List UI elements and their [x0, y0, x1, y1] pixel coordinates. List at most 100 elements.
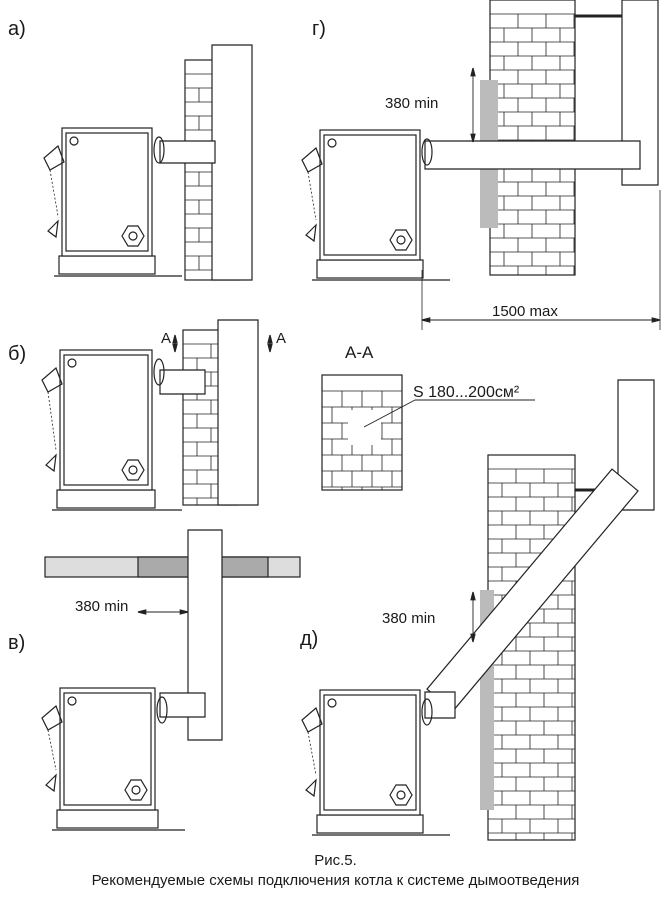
chimney-g [621, 0, 659, 186]
panel-label-b: б) [8, 343, 27, 365]
pipe-body [159, 692, 206, 718]
drain-hole [396, 235, 406, 245]
drain-nut-icon [121, 225, 145, 247]
pipe-body [159, 140, 216, 164]
section-mark-right: А [276, 330, 287, 347]
chain [47, 391, 57, 451]
flue-cross-section [348, 410, 381, 445]
flue-collar [153, 136, 165, 164]
dimension-g-height: 380 min [385, 95, 439, 112]
ash-handle-icon [47, 219, 59, 239]
door-handle-icon [301, 146, 323, 173]
caption-text: Рекомендуемые схемы подключения котла к … [91, 872, 580, 889]
ash-handle-icon [45, 773, 57, 793]
dimension-g-length: 1500 max [492, 303, 558, 320]
arrowhead [470, 633, 476, 643]
boiler-v [41, 687, 185, 831]
boiler-a [43, 127, 182, 277]
dimension-g-height-line [470, 67, 476, 143]
panel-label-a: а) [8, 18, 26, 40]
dimension-d-height-line [470, 591, 476, 643]
door-handle-icon [41, 366, 63, 393]
arrowhead [267, 334, 273, 344]
arrowhead [470, 591, 476, 601]
arrowhead [137, 609, 147, 615]
dimension-d-height: 380 min [382, 610, 436, 627]
arrowhead [179, 609, 189, 615]
panel-label-d: д) [300, 628, 319, 650]
dimension-g-length-line [421, 317, 661, 323]
panel-label-v: в) [8, 632, 26, 654]
boiler-d [301, 689, 450, 836]
flue-collar [421, 138, 433, 166]
section-mark-left: А [161, 330, 172, 347]
boiler-indicator [327, 698, 337, 708]
pipe-body [424, 691, 456, 719]
door-handle-icon [43, 144, 65, 171]
flue-collar [153, 358, 165, 386]
dimension-v-height-line [137, 609, 189, 615]
pipe-body [211, 44, 253, 281]
pipe-body [159, 369, 206, 395]
arrowhead [421, 317, 431, 323]
flue-pipe-g [424, 140, 641, 170]
arrowhead [267, 343, 273, 353]
area-note: S 180...200см² [413, 384, 520, 401]
chimney-d [617, 379, 655, 511]
drain-nut-icon [389, 784, 413, 806]
arrowhead [470, 133, 476, 143]
boiler-base [58, 255, 156, 275]
flue-collar [156, 696, 168, 724]
drain-nut-icon [121, 459, 145, 481]
boiler-base [56, 489, 156, 509]
section-arrow-left [172, 334, 178, 353]
boiler-b [41, 349, 182, 511]
flue-pipe-b [159, 369, 206, 395]
chimney-a [211, 44, 253, 281]
drain-hole [131, 785, 141, 795]
boiler-base [56, 809, 159, 829]
boiler-indicator [67, 358, 77, 368]
boiler-indicator [67, 696, 77, 706]
pipe-body [621, 0, 659, 186]
section-label: А-А [345, 343, 374, 362]
panel-label-g: г) [312, 18, 326, 40]
chain [307, 171, 317, 221]
dimension-v-height: 380 min [75, 598, 129, 615]
pipe-body [424, 140, 641, 170]
drain-hole [396, 790, 406, 800]
chain [47, 729, 57, 771]
arrowhead [172, 334, 178, 344]
arrowhead [651, 317, 661, 323]
chain [307, 731, 317, 776]
pipe-body [217, 319, 259, 506]
flue-pipe-a [159, 140, 216, 164]
area-leader [363, 399, 535, 428]
caption-number: Рис.5. [314, 852, 357, 869]
flue-connector-d [424, 691, 456, 719]
boiler-panel [63, 354, 149, 486]
door-handle-icon [301, 706, 323, 733]
chimney-b [217, 319, 259, 506]
flue-pipe-v [159, 692, 206, 718]
chain [49, 169, 59, 217]
flue-collar [421, 698, 433, 726]
boiler-indicator [69, 136, 79, 146]
boiler-g [301, 129, 450, 281]
ash-handle-icon [45, 453, 57, 473]
drain-nut-icon [389, 229, 413, 251]
boiler-panel [63, 692, 152, 806]
drain-hole [128, 465, 138, 475]
arrowhead [470, 67, 476, 77]
brick-wall-g [489, 0, 576, 276]
ash-handle-icon [305, 778, 317, 798]
door-handle-icon [41, 704, 63, 731]
drain-nut-icon [124, 779, 148, 801]
wall-outline [489, 0, 576, 276]
section-arrow-right [267, 334, 273, 353]
boiler-indicator [327, 138, 337, 148]
drain-hole [128, 231, 138, 241]
arrowhead [172, 343, 178, 353]
